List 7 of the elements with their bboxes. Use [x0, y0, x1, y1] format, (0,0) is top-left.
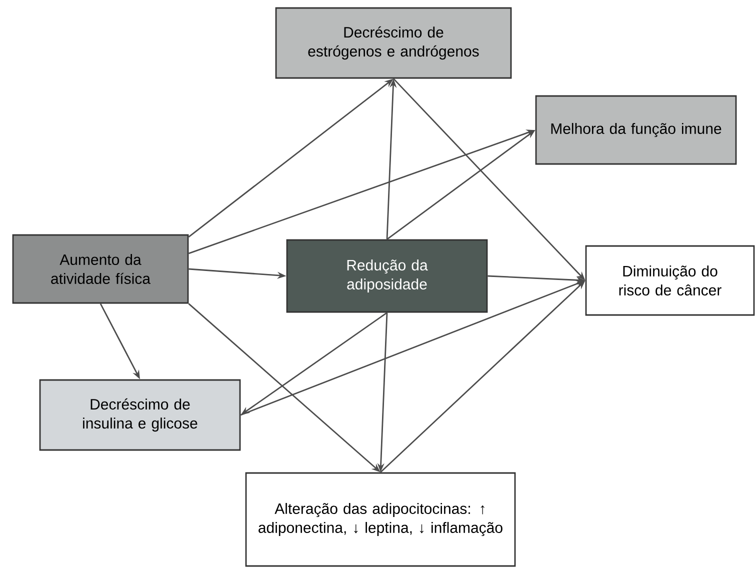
box: Melhora da função imune	[535, 95, 737, 165]
box: Decréscimo de insulina e glicose	[39, 379, 241, 451]
box: Alteração das adipocitocinas: ↑ adiponectina, ↓ leptina, ↓ inflamação	[245, 472, 516, 567]
box: Aumento da atividade física	[12, 234, 189, 304]
box: Decréscimo de estrógenos e andrógenos	[275, 7, 512, 79]
box: Redução da adiposidade	[286, 239, 488, 313]
box: Diminuição do risco de câncer	[585, 245, 755, 316]
